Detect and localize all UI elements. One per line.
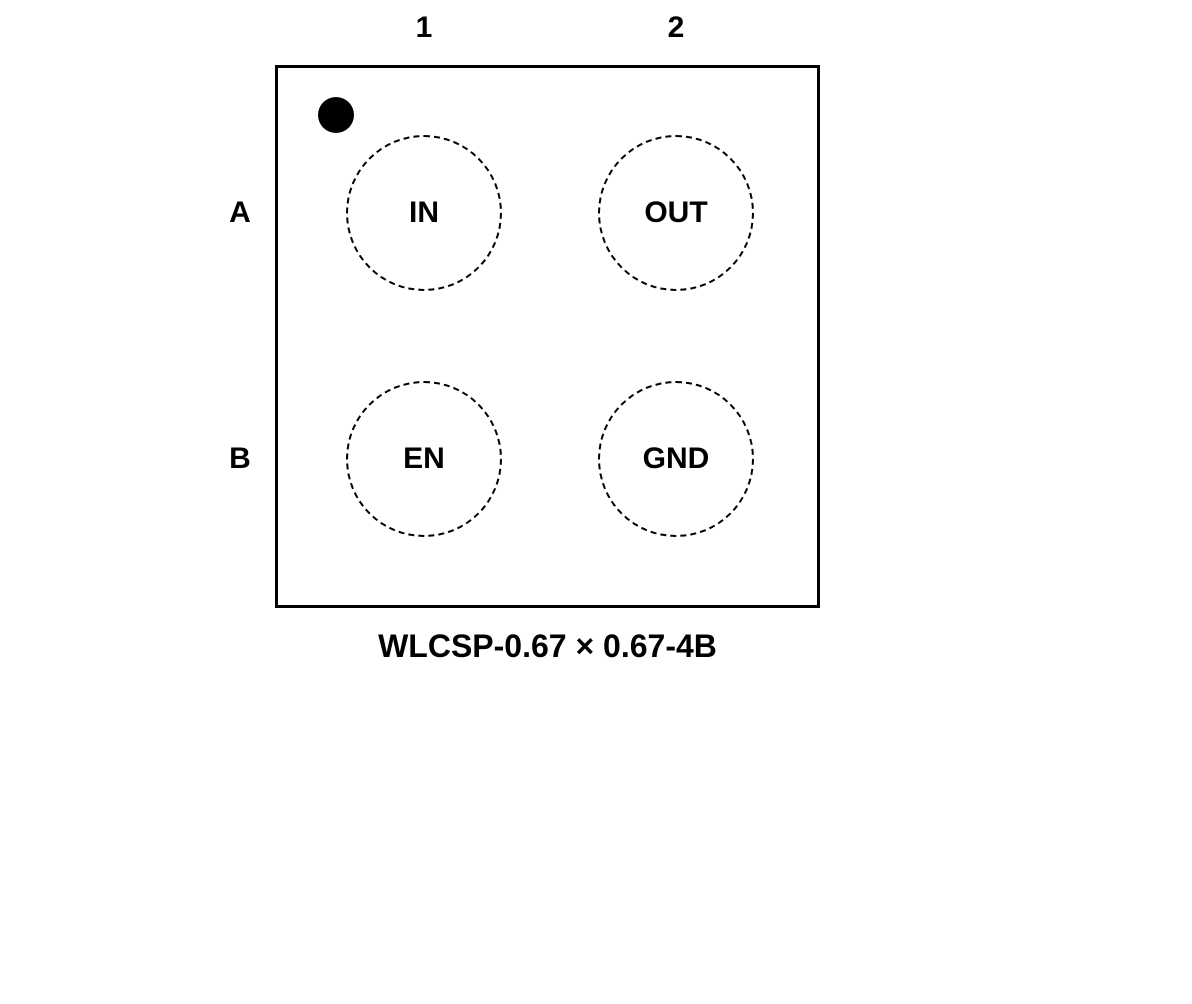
ball-b2-label: GND [642, 442, 710, 475]
ball-b2: GND [598, 381, 754, 537]
ball-a2: OUT [598, 135, 754, 291]
column-label-2: 2 [667, 11, 685, 44]
ball-b1: EN [346, 381, 502, 537]
ball-b1-label: EN [403, 442, 445, 475]
package-outline [275, 65, 820, 608]
pin1-indicator-dot [318, 97, 354, 133]
ball-a2-label: OUT [644, 196, 708, 229]
ball-a1-label: IN [409, 196, 439, 229]
ball-a1: IN [346, 135, 502, 291]
package-caption: WLCSP-0.67 × 0.67-4B [378, 628, 717, 664]
row-label-a: A [229, 196, 251, 229]
row-label-b: B [229, 442, 251, 475]
column-label-1: 1 [415, 11, 433, 44]
